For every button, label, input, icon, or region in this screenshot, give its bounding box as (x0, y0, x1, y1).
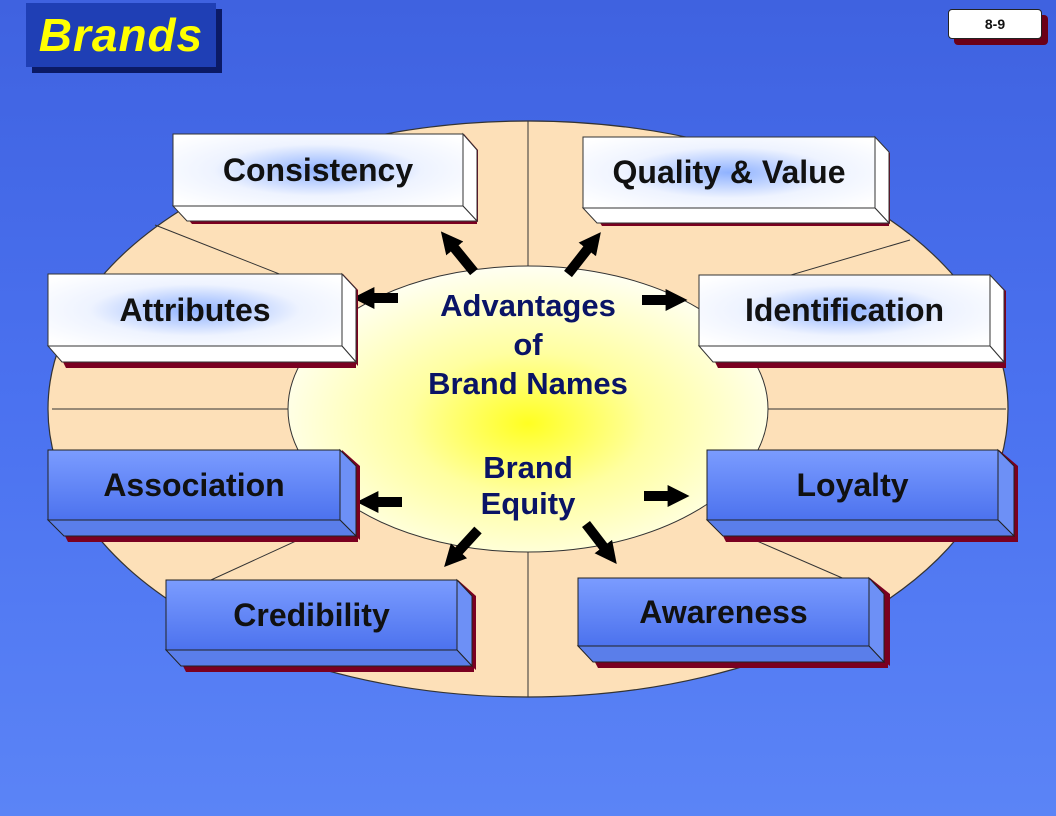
page-number: 8-9 (948, 9, 1042, 39)
center-line-5: Equity (480, 486, 576, 521)
center-line-4: Brand (483, 450, 573, 485)
center-line-3: Brand Names (428, 366, 628, 401)
arrows (352, 231, 690, 567)
center-heading: Advantages of Brand Names (368, 286, 688, 403)
arrow-quality-value (564, 232, 601, 278)
center-subheading: Brand Equity (418, 450, 638, 522)
center-line-1: Advantages (440, 288, 616, 323)
center-ellipse (287, 265, 769, 553)
arrow-credibility (444, 526, 482, 567)
box-quality-value (581, 135, 891, 226)
arrow-consistency (440, 231, 478, 276)
box-awareness (576, 576, 890, 668)
title-box: Brands (26, 3, 216, 67)
box-loyalty (705, 448, 1018, 542)
box-credibility (164, 578, 476, 672)
center-line-2: of (513, 327, 543, 362)
box-consistency (171, 132, 479, 224)
arrow-awareness (582, 520, 617, 564)
box-identification (697, 273, 1006, 368)
page-title: Brands (38, 9, 204, 61)
box-attributes (46, 272, 358, 368)
box-association (46, 448, 360, 542)
